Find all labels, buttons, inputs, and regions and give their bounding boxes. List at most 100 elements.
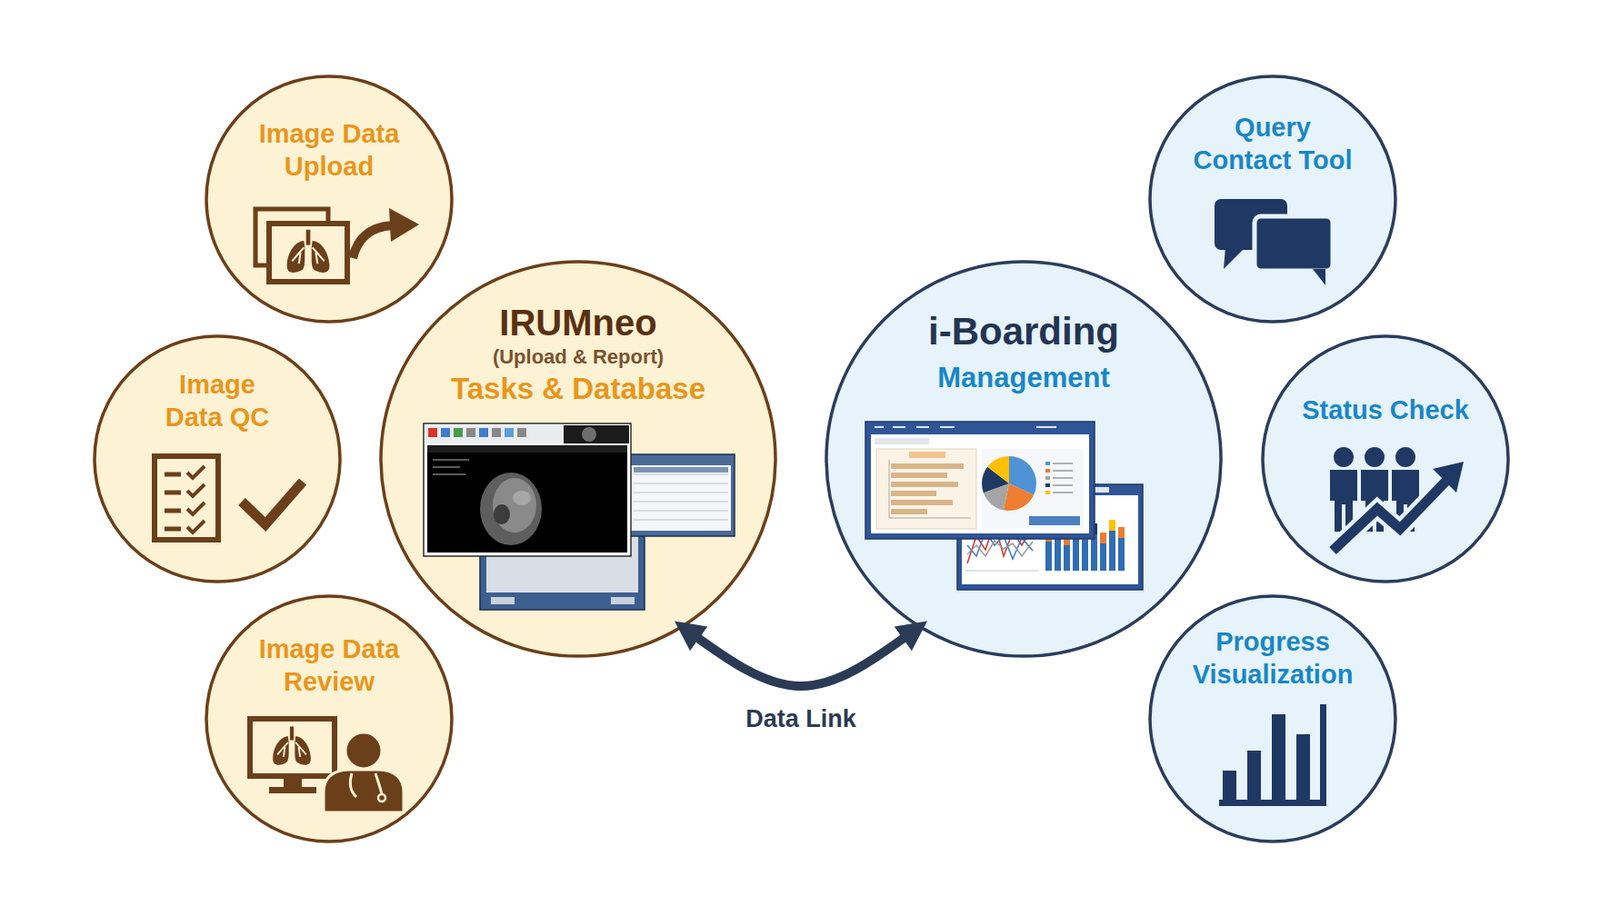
iboarding-screenshot <box>967 522 1033 564</box>
iboarding-screenshot <box>995 470 1023 498</box>
irumneo-screenshot <box>627 454 735 537</box>
irumneo-screenshot <box>504 428 514 438</box>
circle-shape <box>1262 336 1509 582</box>
review-icon <box>345 732 382 770</box>
qc-checklist-icon <box>187 466 205 533</box>
iboarding-screenshot <box>1072 532 1080 571</box>
irumneo-screenshot <box>630 465 731 531</box>
iboarding-screenshot <box>874 438 930 445</box>
system-circle: i-BoardingManagement <box>824 260 1223 659</box>
iboarding-screenshot <box>1118 527 1125 539</box>
irumneo-screenshot <box>610 597 635 605</box>
iboarding-screenshot <box>961 495 1139 585</box>
iboarding-screenshot <box>957 484 1143 590</box>
status-people-icon <box>1432 461 1464 493</box>
iboarding-screenshot <box>1052 477 1073 480</box>
feature-circle: Progress Visualization <box>1148 594 1398 844</box>
circle-shape <box>1150 596 1396 842</box>
circle-outline <box>1148 74 1398 324</box>
irumneo-screenshot <box>486 485 639 593</box>
iboarding-screenshot <box>995 470 1023 498</box>
progress-bar-chart-icon <box>1219 800 1327 807</box>
status-people-icon <box>1330 470 1358 532</box>
iboarding-screenshot <box>1063 534 1070 546</box>
query-chat-icon <box>1312 269 1326 286</box>
iboarding-screenshot <box>890 472 948 479</box>
iboarding-screenshot <box>1081 540 1089 571</box>
query-chat-icon <box>1214 199 1288 250</box>
status-people-icon <box>1391 470 1420 532</box>
task-circle: Image Data Review <box>204 594 454 844</box>
iboarding-screenshot <box>1029 516 1080 526</box>
iboarding-screenshot <box>1045 483 1050 488</box>
status-people-icon <box>1332 480 1448 551</box>
iboarding-screenshot <box>1072 520 1080 533</box>
query-chat-icon <box>1214 199 1333 286</box>
iboarding-screenshot <box>890 490 937 497</box>
qc-checklist-icon <box>154 456 303 540</box>
iboarding-screenshot <box>1090 534 1098 571</box>
iboarding-screenshot <box>1100 532 1107 544</box>
data-link-arrow <box>691 633 911 687</box>
iboarding-screenshot <box>1045 461 1050 466</box>
task-circle: Image Data QC <box>92 334 342 584</box>
circle-shape <box>206 76 452 322</box>
iboarding-screenshot <box>995 470 1023 498</box>
progress-bar-chart-icon <box>1222 770 1237 800</box>
iboarding-screenshot <box>967 531 1033 560</box>
status-people-icon <box>1333 447 1354 468</box>
iboarding-screenshot <box>889 460 971 519</box>
node-title: i-Boarding <box>873 308 1174 356</box>
status-people-icon <box>1330 447 1464 551</box>
iboarding-screenshot <box>890 481 959 488</box>
node-title: IRUMneo <box>432 300 724 347</box>
qc-checklist-icon <box>164 474 181 530</box>
iboarding-screenshot <box>1054 525 1061 537</box>
circle-shape <box>94 336 340 582</box>
irumneo-screenshot <box>491 428 501 438</box>
status-people-icon <box>1364 447 1385 468</box>
node-title: Query Contact Tool <box>1187 111 1359 178</box>
query-chat-icon <box>1254 216 1333 271</box>
iboarding-screenshot <box>1045 520 1125 571</box>
review-icon <box>350 773 382 798</box>
irumneo-screenshot <box>495 498 623 553</box>
iboarding-screenshot <box>1045 476 1050 480</box>
circle-shape <box>206 596 452 842</box>
task-circle: Image Data Upload <box>204 74 454 324</box>
circle-outline <box>1260 334 1510 584</box>
progress-bar-chart-icon <box>1271 714 1286 800</box>
node-title: Image Data QC <box>153 369 281 435</box>
irumneo-screenshot <box>425 425 630 444</box>
iboarding-screenshot <box>965 570 1039 572</box>
irumneo-screenshot <box>563 425 630 444</box>
iboarding-screenshot <box>890 500 953 506</box>
iboarding-screenshot <box>995 470 1023 498</box>
review-icon <box>269 787 317 794</box>
irumneo-screenshot <box>440 428 450 438</box>
irumneo-screenshot <box>633 474 729 520</box>
circle-outline <box>204 74 454 324</box>
iboarding-screenshot <box>1052 462 1073 465</box>
irumneo-screenshot <box>480 472 542 546</box>
review-icon <box>272 727 311 766</box>
irumneo-screenshot <box>490 597 515 605</box>
iboarding-screenshot <box>1072 487 1110 493</box>
feature-circle: Status Check <box>1260 334 1510 584</box>
irumneo-screenshot <box>492 478 537 533</box>
status-people-icon <box>1395 447 1416 468</box>
upload-icon <box>255 208 420 282</box>
review-icon <box>250 719 335 777</box>
iboarding-screenshot <box>1090 523 1098 535</box>
node-subtitle: Management <box>873 360 1174 396</box>
irumneo-screenshot <box>512 490 531 506</box>
iboarding-screenshot <box>865 421 1095 540</box>
upload-icon <box>269 223 348 282</box>
review-icon <box>323 770 404 813</box>
iboarding-screenshot <box>1045 490 1050 495</box>
node-title: Image Data Upload <box>233 118 425 184</box>
irumneo-screenshot <box>423 423 735 610</box>
node-title: Image Data Review <box>233 633 425 700</box>
iboarding-screenshot <box>1100 543 1107 571</box>
